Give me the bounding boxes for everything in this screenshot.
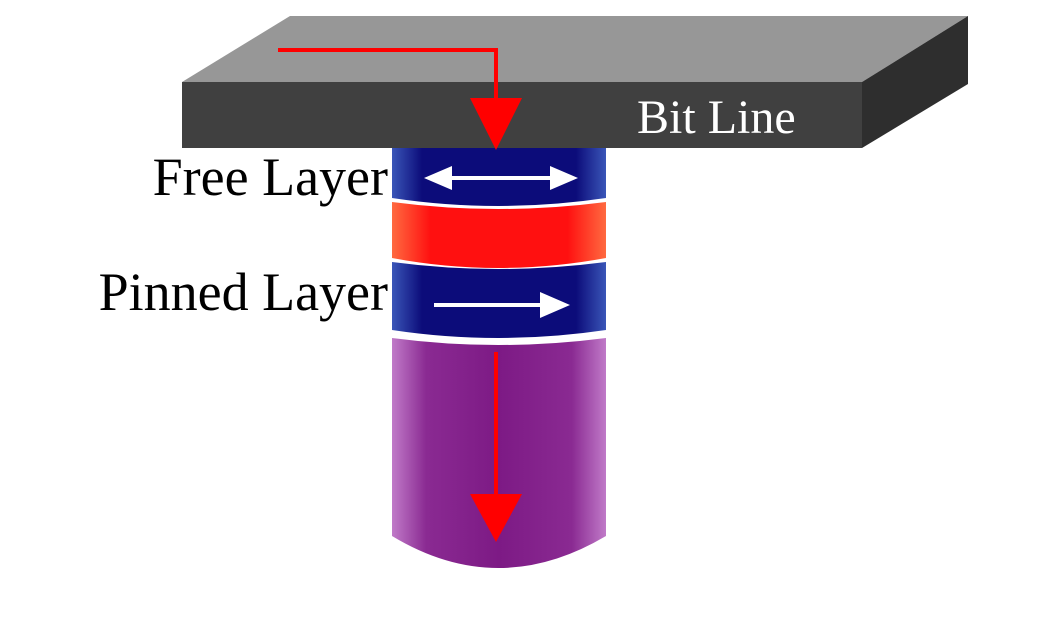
pinned-layer-magnetization-icon (434, 292, 570, 318)
pinned-layer (392, 262, 606, 338)
free-layer (392, 144, 606, 206)
pinned-layer-label: Pinned Layer (99, 262, 388, 322)
bottom-pillar (392, 338, 606, 568)
tunnel-barrier (392, 202, 606, 268)
free-layer-label: Free Layer (153, 147, 388, 207)
bit-line (182, 16, 968, 148)
current-out-arrow-icon (470, 352, 522, 542)
free-layer-magnetization-icon (424, 166, 578, 190)
current-in-arrow-icon (278, 48, 522, 150)
bit-line-front-face (182, 82, 862, 148)
bit-line-label: Bit Line (637, 91, 796, 144)
bit-line-top-face (182, 16, 968, 82)
bit-line-side-face (862, 16, 968, 148)
